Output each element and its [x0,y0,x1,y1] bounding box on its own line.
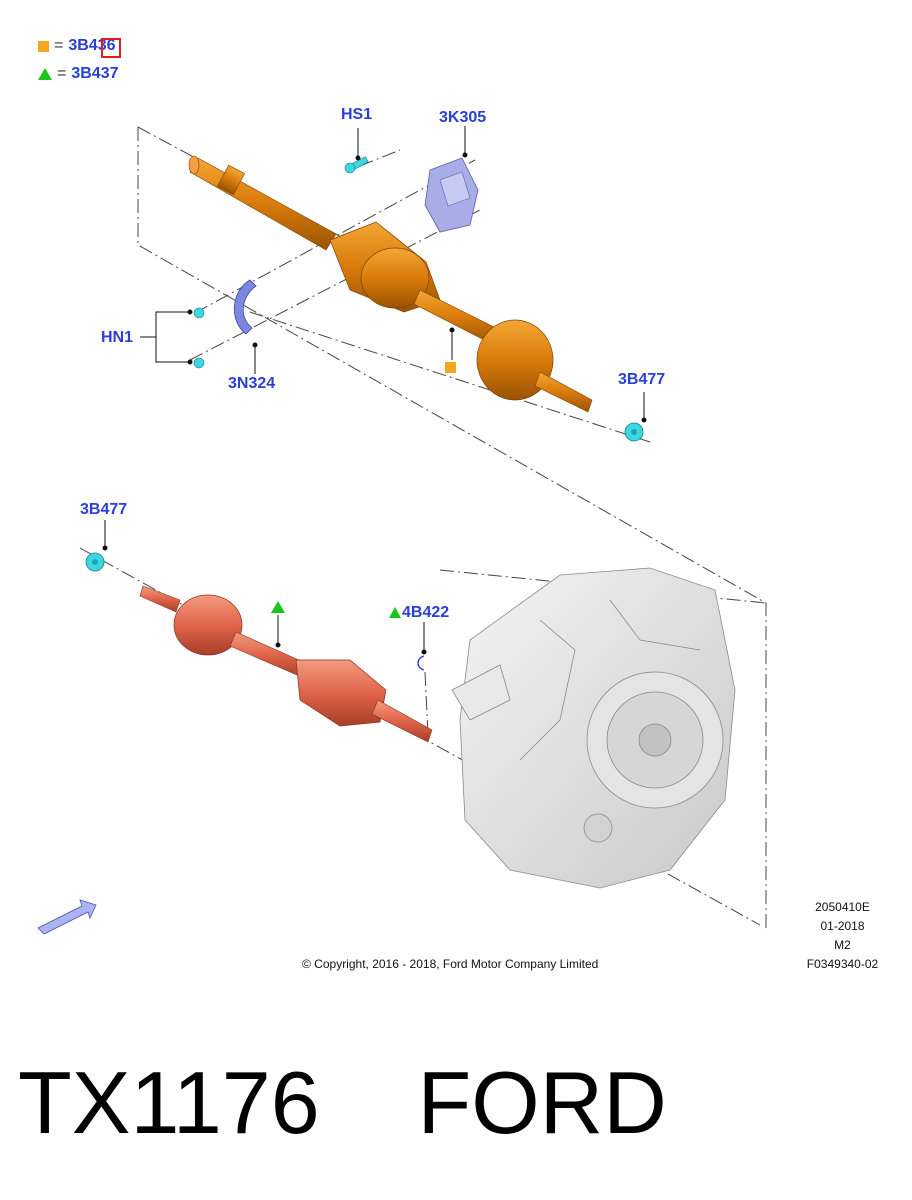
label-3k305[interactable]: 3K305 [439,109,487,126]
drawing-model: M2 [834,938,851,952]
figure-id: F0349340-02 [806,957,879,971]
legend-row-square: = 3B436 [38,37,116,55]
caption-text: TX1176 FORD [18,1053,667,1152]
green-triangle-marker-label [389,607,401,618]
label-hs1[interactable]: HS1 [341,106,373,123]
exploded-diagram [37,126,767,935]
upper-drive-shaft [188,155,593,413]
selection-highlight-box [101,38,121,58]
diagram-stage: = 3B436 = 3B437 [37,37,879,971]
label-4b422[interactable]: 4B422 [402,604,450,621]
bolt-hs1 [344,156,369,174]
clip-3n324 [233,279,257,335]
nut-3b477-upper [624,422,644,442]
direction-arrow-icon [37,899,97,935]
drawing-code: 2050410E [815,900,870,914]
label-3b477-upper[interactable]: 3B477 [618,371,666,388]
lower-drive-shaft [139,585,433,743]
orange-square-icon [38,40,49,52]
legend-part-square[interactable]: 3B436 [68,37,116,54]
label-hn1[interactable]: HN1 [101,329,134,346]
leader-lines [102,126,647,655]
nut-3b477-lower [85,552,105,572]
legend-row-triangle: = 3B437 [38,65,119,83]
copyright-notice: © Copyright, 2016 - 2018, Ford Motor Com… [302,957,599,971]
label-3n324[interactable]: 3N324 [228,375,276,392]
legend-equals: = [57,65,67,82]
nut-hn1-upper [193,307,205,319]
legend-part-triangle[interactable]: 3B437 [71,65,119,82]
nut-hn1-lower [193,357,205,369]
green-triangle-marker [271,601,285,613]
legend-equals: = [54,37,64,54]
label-3b477-lower[interactable]: 3B477 [80,501,128,518]
bracket-3k305 [424,157,479,233]
circlip-4b422 [417,655,425,671]
drawing-date: 01-2018 [820,919,865,933]
orange-square-marker [445,362,456,373]
transmission-housing [451,567,736,889]
green-triangle-icon [38,68,52,80]
